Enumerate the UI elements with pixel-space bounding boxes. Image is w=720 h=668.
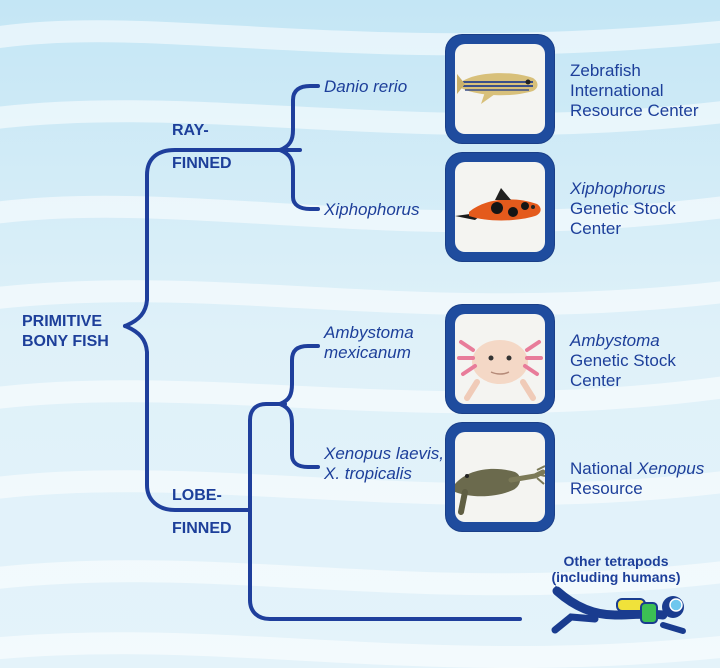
species-ambystoma-line2: mexicanum: [324, 343, 414, 363]
zebrafish-photo: [455, 44, 545, 134]
ray-finned-line1: RAY-: [172, 121, 232, 141]
resource-zebrafish-line3: Resource Center: [570, 101, 699, 121]
root-label: PRIMITIVE BONY FISH: [22, 312, 109, 352]
species-ambystoma: Ambystoma mexicanum: [324, 323, 414, 363]
swordtail-photo: [455, 162, 545, 252]
ray-finned-line2: FINNED: [172, 154, 232, 174]
resource-xenopus-italic: Xenopus: [637, 459, 704, 478]
species-ambystoma-line1: Ambystoma: [324, 323, 414, 343]
zebrafish-photo-frame: [446, 35, 554, 143]
root-label-line2: BONY FISH: [22, 332, 109, 352]
resource-zebrafish-line2: International: [570, 81, 699, 101]
resource-ambystoma-line2: Genetic Stock: [570, 351, 676, 371]
resource-zebrafish: Zebrafish International Resource Center: [570, 61, 699, 121]
resource-xiphophorus: Xiphophorus Genetic Stock Center: [570, 179, 676, 239]
other-tetrapods-line2: (including humans): [526, 569, 706, 585]
ray-finned-label: RAY- FINNED: [172, 121, 232, 174]
swordtail-photo-frame: [446, 153, 554, 261]
species-xenopus-line2: X. tropicalis: [324, 464, 444, 484]
resource-xenopus-plain: National: [570, 459, 637, 478]
species-xiphophorus: Xiphophorus: [324, 200, 419, 220]
resource-xenopus-line1: National Xenopus: [570, 459, 704, 479]
frog-photo: [455, 432, 545, 522]
resource-ambystoma-line1: Ambystoma: [570, 331, 676, 351]
axolotl-photo: [455, 314, 545, 404]
axolotl-photo-frame: [446, 305, 554, 413]
lobe-finned-label: LOBE- FINNED: [172, 486, 232, 539]
resource-xiphophorus-line3: Center: [570, 219, 676, 239]
other-tetrapods-label: Other tetrapods (including humans): [526, 553, 706, 585]
other-tetrapods-line1: Other tetrapods: [526, 553, 706, 569]
resource-xiphophorus-line2: Genetic Stock: [570, 199, 676, 219]
species-xenopus-line1: Xenopus laevis,: [324, 444, 444, 464]
resource-zebrafish-line1: Zebrafish: [570, 61, 699, 81]
resource-xiphophorus-line1: Xiphophorus: [570, 179, 676, 199]
resource-ambystoma: Ambystoma Genetic Stock Center: [570, 331, 676, 391]
resource-xenopus-line2: Resource: [570, 479, 704, 499]
species-danio: Danio rerio: [324, 77, 407, 97]
root-label-line1: PRIMITIVE: [22, 312, 109, 332]
frog-photo-frame: [446, 423, 554, 531]
species-xenopus: Xenopus laevis, X. tropicalis: [324, 444, 444, 484]
resource-xenopus: National Xenopus Resource: [570, 459, 704, 499]
lobe-finned-line1: LOBE-: [172, 486, 232, 506]
resource-ambystoma-line3: Center: [570, 371, 676, 391]
lobe-finned-line2: FINNED: [172, 519, 232, 539]
